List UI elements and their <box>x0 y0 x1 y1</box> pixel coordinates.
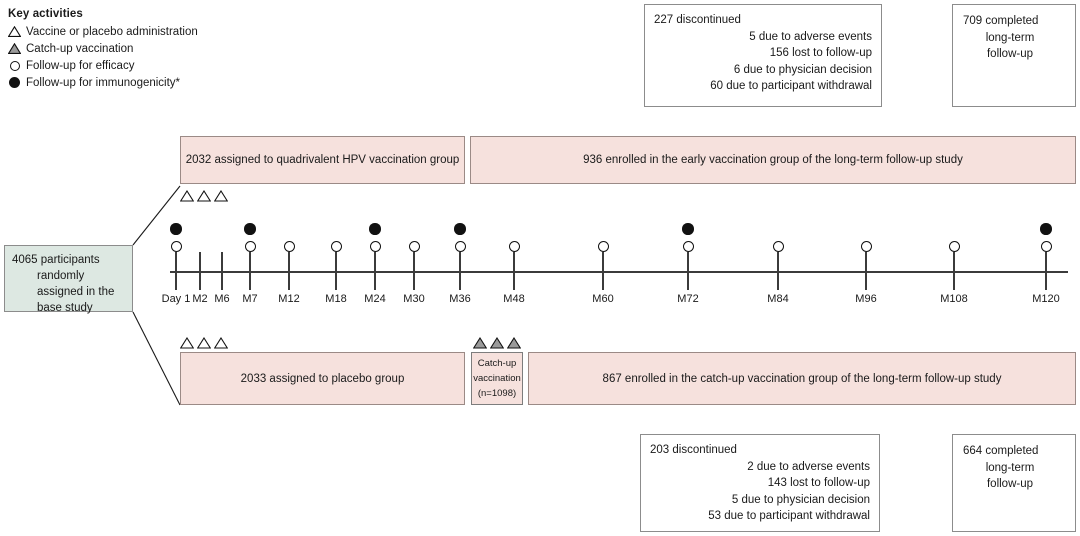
vaccine-group-bar: 2032 assigned to quadrivalent HPV vaccin… <box>180 136 465 184</box>
triangle-open-icon <box>197 337 211 349</box>
triangle-filled-icon <box>8 43 21 54</box>
legend-item-vaccine: Vaccine or placebo administration <box>8 23 268 40</box>
stat-line: 227 discontinued <box>654 14 741 26</box>
base-line: 4065 participants <box>12 254 100 266</box>
early-vaccination-bar: 936 enrolled in the early vaccination gr… <box>470 136 1076 184</box>
stat-line: follow-up <box>986 48 1034 60</box>
legend-title: Key activities <box>8 8 83 20</box>
vaccine-dose-triangles-bottom <box>180 337 228 349</box>
legend-label: Follow-up for immunogenicity* <box>26 76 181 89</box>
bar-label: 936 enrolled in the early vaccination gr… <box>583 154 963 166</box>
stat-line: 60 due to participant withdrawal <box>710 80 872 92</box>
triangle-open-icon <box>214 190 228 202</box>
catchup-line: (n=1098) <box>477 388 517 399</box>
legend-item-catchup: Catch-up vaccination <box>8 40 268 57</box>
triangle-filled-icon <box>473 337 487 349</box>
bar-label: 2032 assigned to quadrivalent HPV vaccin… <box>185 154 460 166</box>
stat-line: 709 completed <box>963 15 1039 27</box>
bottom-completed-lines: 664 completed long-term follow-up <box>953 435 1075 493</box>
catchup-dose-triangles <box>473 337 521 349</box>
top-discontinued-lines: 227 discontinued 5 due to adverse events… <box>645 5 881 95</box>
triangle-open-icon <box>8 26 21 37</box>
stat-line: follow-up <box>986 478 1034 490</box>
top-completed-lines: 709 completed long-term follow-up <box>953 5 1075 63</box>
top-discontinued-box: 227 discontinued 5 due to adverse events… <box>644 4 882 107</box>
triangle-open-icon <box>180 337 194 349</box>
vaccine-dose-triangles-top <box>180 190 228 202</box>
stat-line: long-term <box>985 461 1035 474</box>
catchup-line: Catch-up <box>477 358 517 369</box>
stat-line: 156 lost to follow-up <box>769 47 872 59</box>
stat-line: 664 completed <box>963 445 1039 457</box>
bar-label: 2033 assigned to placebo group <box>240 372 405 385</box>
base-line: base study <box>37 302 93 314</box>
bottom-completed-box: 664 completed long-term follow-up <box>952 434 1076 532</box>
triangle-open-icon <box>180 190 194 202</box>
base-study-box: 4065 participants randomly assigned in t… <box>4 245 133 314</box>
stat-line: 143 lost to follow-up <box>767 477 870 489</box>
legend-item-efficacy: Follow-up for efficacy <box>8 57 268 74</box>
base-line: assigned in the <box>37 286 115 298</box>
triangle-filled-icon <box>490 337 504 349</box>
legend-label: Follow-up for efficacy <box>26 59 135 72</box>
bottom-discontinued-box: 203 discontinued 2 due to adverse events… <box>640 434 880 532</box>
triangle-open-icon <box>214 337 228 349</box>
legend-label: Catch-up vaccination <box>26 42 134 55</box>
bar-label: 867 enrolled in the catch-up vaccination… <box>602 372 1002 385</box>
catchup-enrolled-bar: 867 enrolled in the catch-up vaccination… <box>528 352 1076 405</box>
placebo-group-bar: 2033 assigned to placebo group <box>180 352 465 405</box>
legend-item-immunogenicity: Follow-up for immunogenicity* <box>8 74 268 91</box>
bottom-discontinued-lines: 203 discontinued 2 due to adverse events… <box>641 435 879 525</box>
stat-line: 5 due to adverse events <box>749 30 872 43</box>
circle-open-icon <box>8 60 21 71</box>
triangle-filled-icon <box>507 337 521 349</box>
catchup-vaccination-box: Catch-up vaccination (n=1098) <box>471 352 523 405</box>
legend-label: Vaccine or placebo administration <box>26 25 198 38</box>
catchup-line: vaccination <box>473 373 521 384</box>
stat-line: long-term <box>985 31 1035 44</box>
legend: Key activities Vaccine or placebo admini… <box>8 8 268 91</box>
stat-line: 6 due to physician decision <box>733 63 872 76</box>
stat-line: 203 discontinued <box>650 444 737 456</box>
stat-line: 2 due to adverse events <box>747 460 870 473</box>
top-completed-box: 709 completed long-term follow-up <box>952 4 1076 107</box>
circle-filled-icon <box>8 77 21 88</box>
triangle-open-icon <box>197 190 211 202</box>
stat-line: 5 due to physician decision <box>731 493 870 506</box>
stat-line: 53 due to participant withdrawal <box>708 510 870 522</box>
base-line: randomly <box>37 270 85 282</box>
